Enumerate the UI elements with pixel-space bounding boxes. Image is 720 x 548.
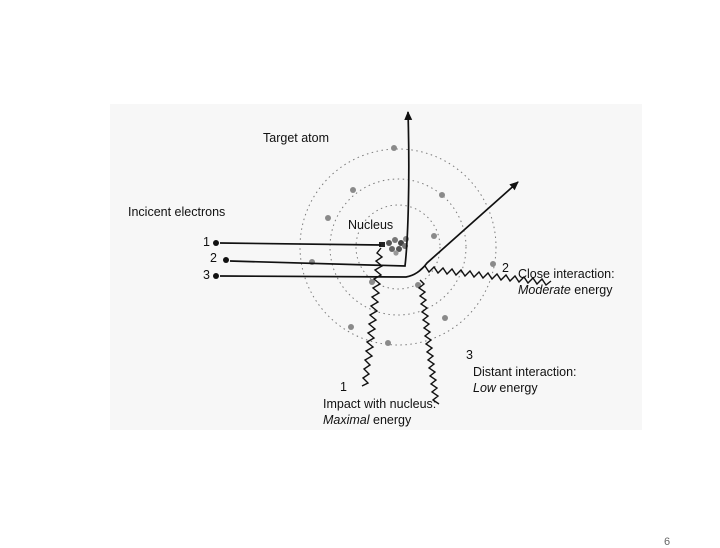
incident-electron-2	[223, 257, 229, 263]
electron-number-2: 2	[210, 251, 217, 265]
electron-path-1	[219, 242, 382, 246]
atom-orbits	[299, 148, 497, 346]
nucleon	[403, 236, 409, 242]
orbital-electron	[325, 215, 331, 221]
orbital-electron	[431, 233, 437, 239]
orbital-electrons	[309, 145, 496, 346]
incident-electron-dots	[213, 240, 229, 279]
nucleon	[396, 246, 402, 252]
impact-number: 1	[340, 380, 347, 394]
impact-title: Impact with nucleus:	[323, 397, 436, 411]
orbital-electron	[348, 324, 354, 330]
distant-energy-rest: energy	[496, 381, 538, 395]
impact-energy-italic: Maximal	[323, 413, 371, 427]
nucleon	[393, 250, 399, 256]
photon-waves	[361, 247, 552, 405]
orbital-electron	[350, 187, 356, 193]
distant-interaction-title: Distant interaction:	[473, 365, 577, 379]
electron-number-1: 1	[203, 235, 210, 249]
impact-energy: Maximal energy	[323, 413, 412, 427]
nucleus-label: Nucleus	[348, 218, 393, 232]
photon-wave-1	[361, 247, 384, 387]
orbit-inner	[355, 204, 441, 290]
photon-wave-3	[417, 279, 440, 405]
distant-interaction-energy: Low energy	[473, 381, 538, 395]
orbital-electron	[415, 282, 421, 288]
photon-wave-2	[419, 264, 552, 287]
electron-paths	[219, 111, 519, 278]
target-atom-label: Target atom	[263, 131, 329, 145]
orbital-electron	[369, 279, 375, 285]
electron-path-3	[219, 181, 519, 278]
orbital-electron	[490, 261, 496, 267]
orbital-electron	[385, 340, 391, 346]
close-interaction-energy: Moderate energy	[518, 283, 613, 297]
incident-electrons-label: Incicent electrons	[128, 205, 225, 219]
orbital-electron	[391, 145, 397, 151]
close-interaction-title: Close interaction:	[518, 267, 615, 281]
incident-electron-3	[213, 273, 219, 279]
distant-interaction-number: 3	[466, 348, 473, 362]
close-energy-italic: Moderate	[518, 283, 571, 297]
page-number: 6	[664, 536, 671, 548]
nucleon	[392, 237, 398, 243]
orbit-middle	[329, 178, 467, 316]
figure-panel	[110, 104, 642, 430]
impact-energy-rest: energy	[370, 413, 412, 427]
nucleus-cluster	[379, 236, 409, 256]
close-energy-rest: energy	[571, 283, 613, 297]
nucleon	[389, 246, 395, 252]
orbit-outer	[299, 148, 497, 346]
electron-path-2	[229, 111, 413, 267]
incident-electron-1	[213, 240, 219, 246]
nucleon	[386, 240, 392, 246]
orbital-electron	[442, 315, 448, 321]
electron-number-3: 3	[203, 268, 210, 282]
close-interaction-number: 2	[502, 261, 509, 275]
distant-energy-italic: Low	[473, 381, 497, 395]
nucleon	[379, 242, 385, 247]
orbital-electron	[439, 192, 445, 198]
